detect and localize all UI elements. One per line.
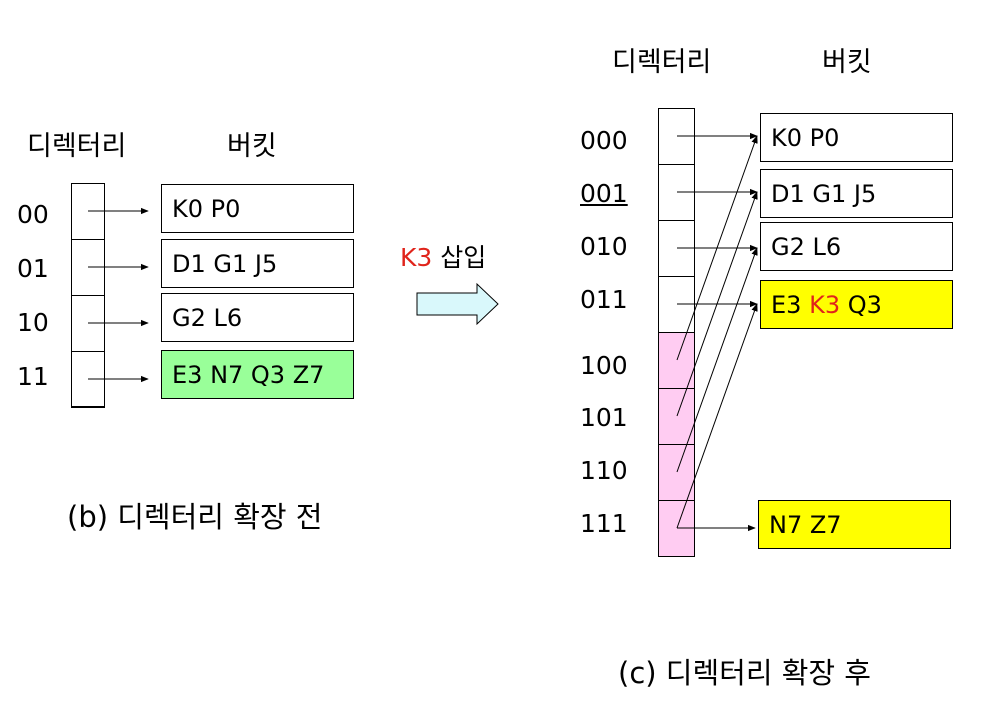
after-entry-100: 100	[580, 351, 628, 380]
insert-label: K3 삽입	[400, 238, 486, 274]
after-bucket-2: G2 L6	[760, 222, 953, 271]
inserted-key: K3	[809, 290, 841, 319]
before-entry-01: 01	[17, 254, 49, 283]
after-entry-101: 101	[580, 403, 628, 432]
after-directory-cell-new	[658, 332, 695, 389]
after-shared-pointer	[676, 135, 758, 361]
after-directory-label: 디렉터리	[612, 47, 712, 78]
after-caption: (c) 디렉터리 확장 후	[618, 656, 871, 690]
bucket-key: E3	[771, 290, 802, 319]
after-bucket-4-new: N7 Z7	[758, 500, 951, 549]
after-bucket-0: K0 P0	[760, 113, 953, 162]
after-shared-pointer	[676, 247, 758, 473]
after-entry-000: 000	[580, 126, 628, 155]
before-entry-00: 00	[17, 200, 49, 229]
before-entry-10: 10	[17, 308, 49, 337]
insert-arrow	[416, 282, 499, 326]
after-directory-cell-new	[658, 388, 695, 445]
after-entry-010: 010	[580, 232, 628, 261]
insert-word: 삽입	[440, 243, 487, 272]
before-bucket-label: 버킷	[227, 131, 277, 162]
before-caption: (b) 디렉터리 확장 전	[67, 500, 323, 534]
after-entry-011: 011	[580, 285, 628, 314]
after-bucket-1: D1 G1 J5	[760, 169, 953, 218]
after-shared-pointer	[676, 191, 758, 417]
insert-key: K3	[400, 243, 433, 272]
before-directory-label: 디렉터리	[27, 131, 127, 162]
before-entry-11: 11	[17, 362, 49, 391]
bucket-key: Q3	[847, 290, 882, 319]
after-entry-001: 001	[580, 179, 628, 208]
before-bucket-1: D1 G1 J5	[161, 239, 354, 288]
after-bucket-label: 버킷	[822, 47, 872, 78]
after-split-pointer	[676, 303, 758, 529]
after-entry-110: 110	[580, 456, 628, 485]
after-entry-111: 111	[580, 509, 628, 538]
before-bucket-0: K0 P0	[161, 184, 354, 233]
before-bucket-3-full: E3 N7 Q3 Z7	[161, 350, 354, 399]
after-bucket-3-split: E3 K3 Q3	[760, 280, 953, 329]
before-bucket-2: G2 L6	[161, 293, 354, 342]
